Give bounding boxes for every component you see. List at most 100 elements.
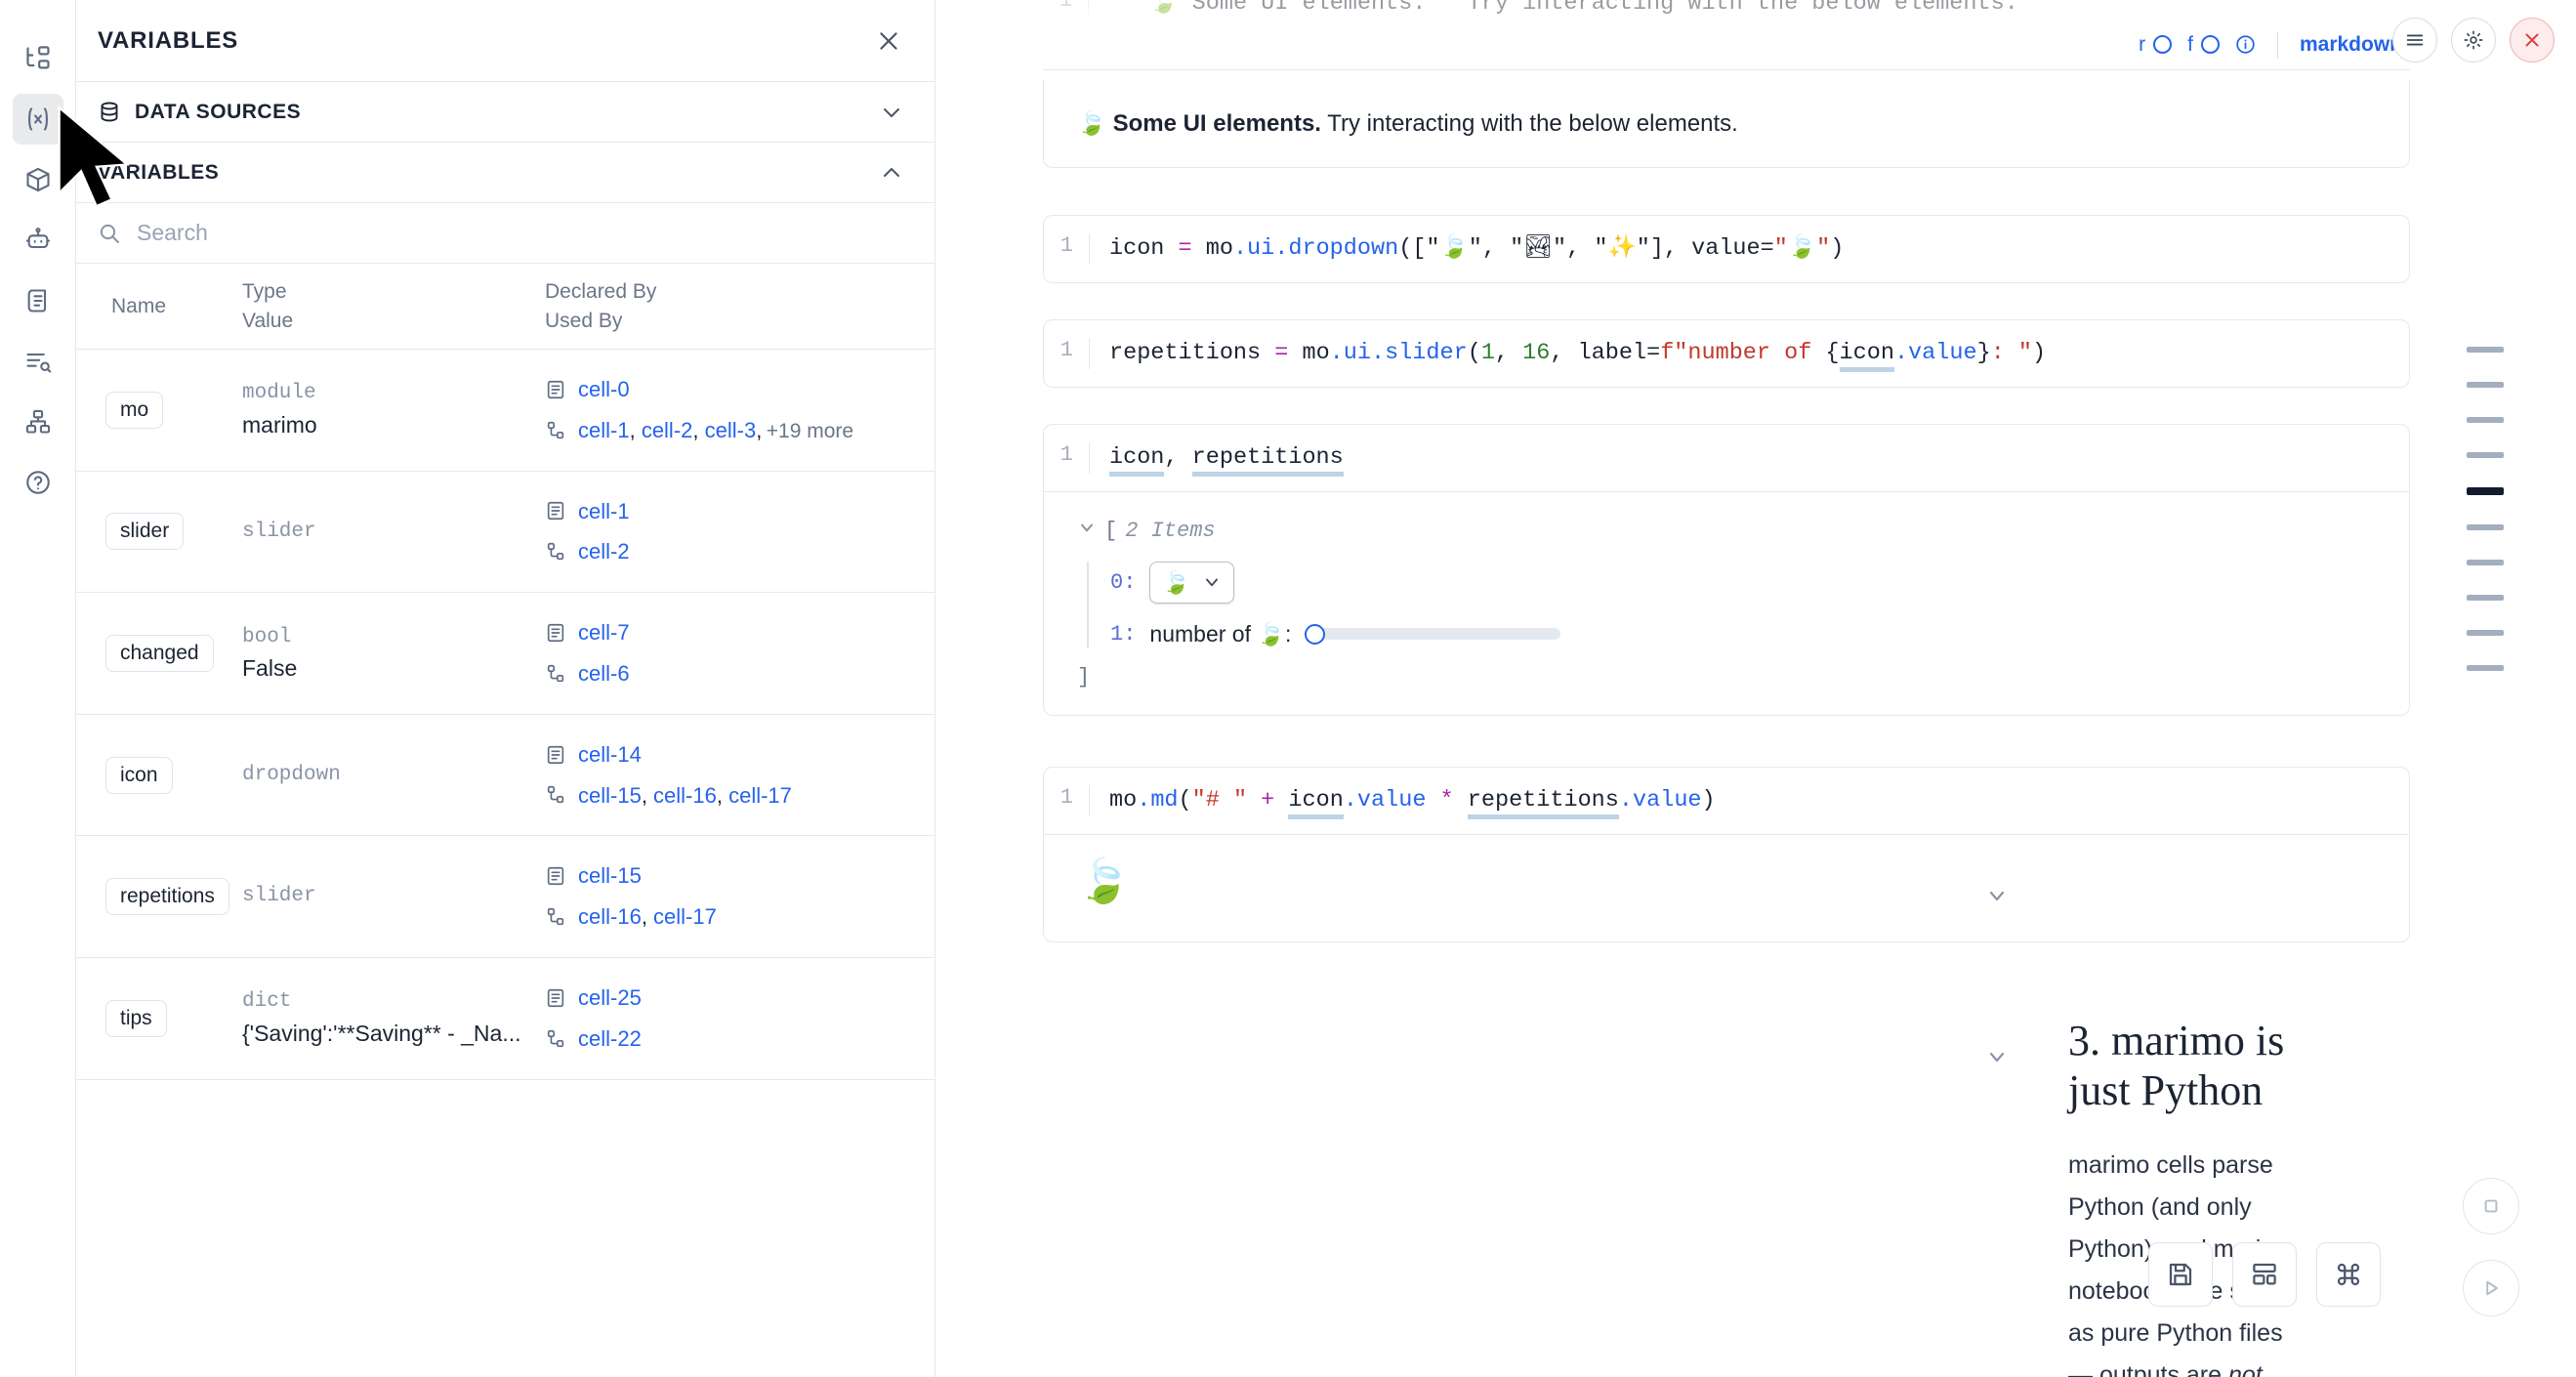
- sidebar-item-packages[interactable]: [13, 154, 63, 205]
- cell-settings-button[interactable]: [2451, 18, 2496, 63]
- variable-type: dict: [242, 990, 292, 1014]
- cell-link[interactable]: cell-16: [578, 904, 642, 930]
- code-cell-display[interactable]: 1 icon, repetitions [ 2 Items: [1043, 424, 2410, 716]
- minimap-mark[interactable]: [2467, 487, 2504, 495]
- f-ring-icon: [2200, 35, 2220, 54]
- cell-link[interactable]: cell-1: [578, 498, 630, 523]
- save-button[interactable]: [2148, 1242, 2213, 1307]
- chevron-down-icon[interactable]: [880, 101, 903, 124]
- close-panel-button[interactable]: [876, 28, 901, 54]
- code-cell-icon[interactable]: 1 icon = mo.ui.dropdown(["🍃", "🏞", "✨"],…: [1043, 215, 2410, 283]
- layout-button[interactable]: [2232, 1242, 2297, 1307]
- command-palette-button[interactable]: [2316, 1242, 2381, 1307]
- list-item-index: 1:: [1110, 621, 1137, 647]
- minimap-mark[interactable]: [2467, 452, 2504, 458]
- run-button[interactable]: [2463, 1260, 2519, 1316]
- minimap-mark[interactable]: [2467, 382, 2504, 388]
- cell-link[interactable]: cell-16: [653, 782, 717, 808]
- cell-link[interactable]: cell-2: [578, 539, 630, 564]
- cell-link[interactable]: cell-0: [578, 376, 630, 401]
- slider-widget[interactable]: [1305, 623, 1561, 645]
- minimap[interactable]: [2467, 347, 2504, 671]
- code-cell-repetitions[interactable]: 1 repetitions = mo.ui.slider(1, 16, labe…: [1043, 319, 2410, 388]
- minimap-mark[interactable]: [2467, 665, 2504, 671]
- cell-menu-button[interactable]: [2392, 18, 2437, 63]
- cell-link[interactable]: cell-17: [728, 782, 792, 808]
- panel-header: VARIABLES: [76, 0, 935, 82]
- cell-link[interactable]: cell-15: [578, 782, 642, 808]
- cell-link[interactable]: cell-2: [641, 417, 693, 442]
- code-text-display[interactable]: icon, repetitions: [1089, 442, 1344, 477]
- stop-button[interactable]: [2463, 1178, 2519, 1234]
- sidebar-item-documentation[interactable]: [13, 275, 63, 326]
- sidebar-item-variables[interactable]: [12, 94, 63, 145]
- help-icon: [24, 469, 52, 496]
- list-item: 1: number of 🍃:: [1110, 621, 2376, 647]
- cell-link[interactable]: cell-14: [578, 741, 642, 767]
- collapse-section-chevron[interactable]: [1985, 1045, 2009, 1068]
- sidebar-item-ai-chat[interactable]: [13, 215, 63, 266]
- variable-value: False: [242, 655, 298, 682]
- notebook-area: 1 """🍃 Some UI elements.** Try interacti…: [935, 0, 2576, 1377]
- collapse-md-cell-chevron[interactable]: [1985, 884, 2009, 907]
- variable-type: slider: [242, 885, 316, 908]
- cell-link[interactable]: cell-17: [653, 904, 717, 930]
- sidebar-item-dependency-graph[interactable]: [13, 396, 63, 447]
- minimap-mark[interactable]: [2467, 560, 2504, 565]
- sidebar-item-logs[interactable]: [13, 336, 63, 387]
- used-by-line: cell-16, cell-17: [545, 897, 917, 938]
- open-bracket: [: [1104, 518, 1118, 543]
- play-triangle-icon: [2478, 1275, 2504, 1301]
- chevron-down-icon[interactable]: [1077, 518, 1097, 544]
- chevron-up-icon[interactable]: [880, 161, 903, 185]
- cell-link[interactable]: cell-1: [578, 417, 630, 442]
- variable-name-chip[interactable]: tips: [105, 999, 167, 1037]
- cell-link[interactable]: cell-15: [578, 863, 642, 889]
- code-text-repetitions[interactable]: repetitions = mo.ui.slider(1, 16, label=…: [1089, 338, 2046, 372]
- cell-link[interactable]: cell-6: [578, 660, 630, 686]
- code-text-icon[interactable]: icon = mo.ui.dropdown(["🍃", "🏞", "✨"], v…: [1089, 233, 1844, 265]
- minimap-mark[interactable]: [2467, 417, 2504, 423]
- table-row[interactable]: repetitions slider cell-15 cell-16, cell-17: [76, 836, 935, 958]
- slider-track[interactable]: [1316, 628, 1561, 641]
- dropdown-widget[interactable]: 🍃: [1149, 561, 1235, 604]
- sidebar-item-file-tree[interactable]: [13, 33, 63, 84]
- cell-link[interactable]: cell-3: [704, 417, 757, 442]
- declared-by-line: cell-25: [545, 978, 917, 1019]
- info-icon[interactable]: [2235, 34, 2256, 55]
- cell-link[interactable]: cell-22: [578, 1025, 642, 1051]
- items-count-label: 2 Items: [1125, 518, 1216, 543]
- code-text-md[interactable]: mo.md("# " + icon.value * repetitions.va…: [1089, 785, 1716, 819]
- variable-name-chip[interactable]: icon: [105, 756, 173, 794]
- minimap-mark[interactable]: [2467, 595, 2504, 601]
- section-data-sources[interactable]: DATA SOURCES: [76, 82, 935, 143]
- variable-name-chip[interactable]: mo: [105, 391, 164, 429]
- variable-name-chip[interactable]: repetitions: [105, 878, 229, 916]
- cell-language-label[interactable]: markdown: [2299, 32, 2402, 56]
- reactive-toggle[interactable]: r: [2139, 33, 2173, 57]
- used-by-more-label[interactable]: +19 more: [766, 419, 854, 442]
- code-cell-md[interactable]: 1 mo.md("# " + icon.value * repetitions.…: [1043, 767, 2410, 942]
- sidebar-item-help[interactable]: [13, 457, 63, 508]
- package-icon: [24, 166, 52, 193]
- minimap-mark[interactable]: [2467, 524, 2504, 530]
- frozen-toggle[interactable]: f: [2187, 33, 2220, 57]
- delete-cell-button[interactable]: [2510, 18, 2555, 63]
- variable-name-chip[interactable]: slider: [105, 513, 185, 551]
- variable-name-chip[interactable]: changed: [105, 634, 214, 672]
- list-output-header[interactable]: [ 2 Items: [1077, 518, 2376, 544]
- minimap-mark[interactable]: [2467, 630, 2504, 636]
- search-input[interactable]: [137, 220, 913, 246]
- database-icon: [98, 101, 121, 124]
- slider-handle[interactable]: [1305, 623, 1326, 645]
- minimap-mark[interactable]: [2467, 347, 2504, 353]
- cell-link[interactable]: cell-7: [578, 620, 630, 646]
- cell-link[interactable]: cell-25: [578, 984, 642, 1010]
- section-variables[interactable]: VARIABLES: [76, 143, 935, 203]
- markdown-output: 🍃 Some UI elements. Try interacting with…: [1043, 80, 2410, 168]
